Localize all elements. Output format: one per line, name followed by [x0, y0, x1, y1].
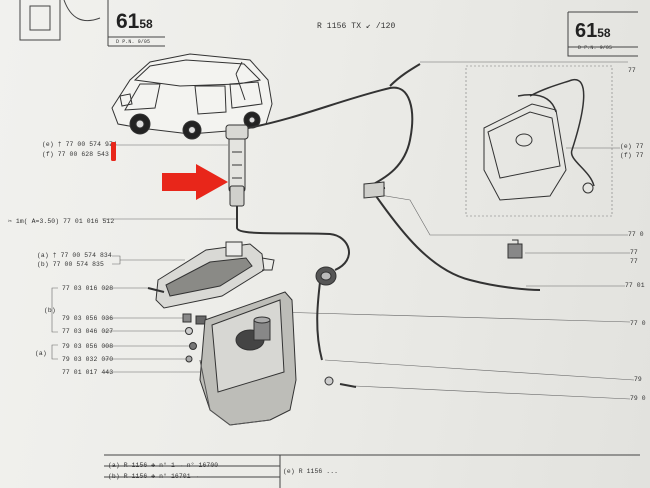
ref-right-3: 77 0	[628, 231, 644, 238]
ref-bracket-b: (b) 77 00 574 835	[37, 261, 104, 268]
ref-right-7: 79	[634, 376, 642, 383]
ref-pump-e: (e) † 77 00 574 974	[42, 141, 117, 148]
ref-reservoir: 77 01 017 443	[62, 369, 114, 376]
ref-right-2b: (f) 77	[620, 152, 644, 159]
page-number-left-main: 61	[116, 10, 140, 33]
ref-right-4b: 77	[630, 258, 638, 265]
page-number-left-sub: 58	[139, 17, 153, 31]
page-number-left: 6158	[116, 10, 153, 34]
ref-nut-b: 79 03 032 070	[62, 356, 114, 363]
ref-nut-a: 79 03 056 008	[62, 343, 114, 350]
page-frames	[19, 0, 638, 57]
ref-b-label: (b)	[44, 307, 56, 314]
reservoir-bracket	[155, 241, 275, 309]
alternate-reservoir-inset	[465, 65, 613, 217]
ref-clip: 77 03 046 027	[62, 328, 114, 335]
page-left-tiny: D P.N. 9/05	[116, 39, 151, 45]
footer-table	[104, 454, 640, 488]
fasteners	[147, 287, 357, 388]
level-switch	[507, 239, 523, 259]
ref-right-2a: (e) 77	[620, 143, 644, 150]
ref-bolt: 77 03 016 028	[62, 285, 114, 292]
car-illustration	[111, 53, 273, 140]
ref-washer: 79 03 056 036	[62, 315, 114, 322]
check-valve	[315, 266, 337, 286]
red-arrow-icon	[162, 164, 228, 200]
red-marker-bar	[111, 142, 116, 161]
ref-hose: ✂ 1m( A=3.50) 77 01 016 512	[8, 218, 115, 225]
ref-right-1: 77	[628, 67, 636, 74]
washer-pump	[225, 124, 249, 207]
washer-reservoir	[199, 291, 297, 426]
reference-leaders	[51, 61, 635, 400]
ref-right-8: 79 0	[630, 395, 646, 402]
page-number-right-main: 61	[575, 20, 598, 42]
ref-right-5: 77 01	[625, 282, 645, 289]
page-number-right: 6158	[575, 20, 611, 43]
hoses	[236, 63, 541, 361]
ref-pump-f: (f) 77 00 628 543	[42, 151, 109, 158]
footer-row-3: (e) R 1156 ...	[283, 468, 339, 475]
ref-right-6: 77 0	[630, 320, 646, 327]
tee-connector	[363, 181, 385, 199]
red-annotations	[111, 142, 228, 200]
page-right-tiny: D P.N. 9/05	[578, 45, 613, 51]
ref-right-4a: 77	[630, 249, 638, 256]
ref-a-label: (a)	[35, 350, 47, 357]
ref-bracket-a: (a) † 77 00 574 834	[37, 252, 112, 259]
page-number-right-sub: 58	[597, 26, 611, 40]
page-center-title: R 1156 TX ↙ /120	[317, 22, 396, 31]
